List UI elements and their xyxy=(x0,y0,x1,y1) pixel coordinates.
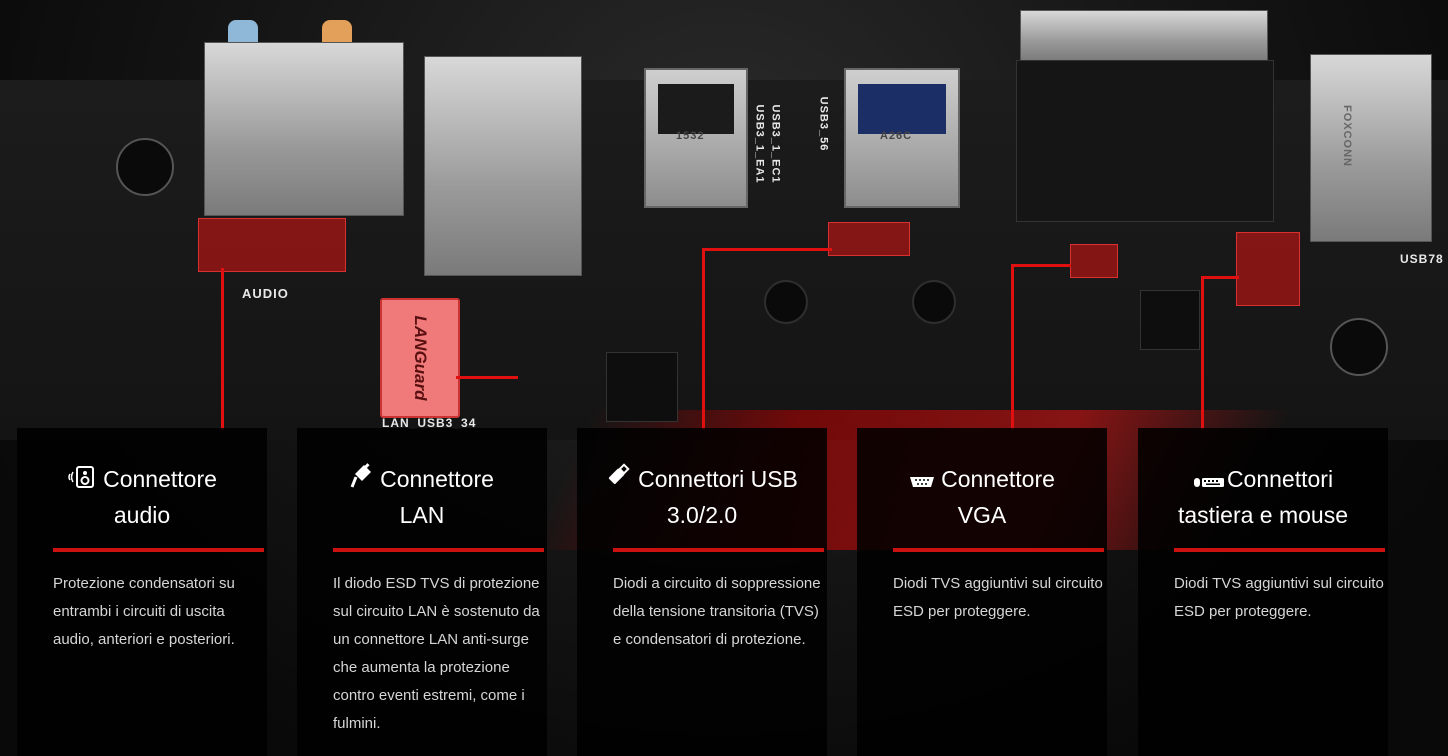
vga-callout-line-v xyxy=(1011,266,1014,430)
mount-hole xyxy=(1330,318,1388,376)
io-chip xyxy=(1140,290,1200,350)
usb-port-left xyxy=(644,68,748,208)
panel-description: Diodi TVS aggiuntivi sul circuito ESD pe… xyxy=(1174,575,1384,620)
mount-hole xyxy=(116,138,174,196)
audio-connector xyxy=(204,42,404,216)
usb3-ec1-silkscreen: USB3_1_EC1 xyxy=(769,104,782,184)
panel-divider xyxy=(613,548,824,552)
audio-silkscreen: AUDIO xyxy=(242,286,289,301)
usb-callout-line-v xyxy=(702,250,705,430)
vga-connector-body xyxy=(1016,60,1274,222)
usb-callout-line-h xyxy=(702,248,832,251)
vga-callout-line-h xyxy=(1011,264,1071,267)
audio-jack-orange xyxy=(322,20,352,42)
usb-protection-zone xyxy=(828,222,910,256)
usb3-ea1-silkscreen: USB3_1_EA1 xyxy=(753,104,766,184)
capacitor xyxy=(764,280,808,324)
vga-port-icon xyxy=(909,464,935,498)
foxconn-silkscreen: FOXCONN xyxy=(1341,105,1353,167)
panel-divider xyxy=(893,548,1104,552)
panel-description: Diodi a circuito di soppressione della t… xyxy=(613,575,821,648)
usb-stick-icon xyxy=(606,463,632,498)
panel-description: Protezione condensatori su entrambi i ci… xyxy=(53,575,235,648)
chip-code-silkscreen: 1532 xyxy=(676,130,705,142)
keyboard-mouse-icon xyxy=(1193,464,1225,498)
lan-plug-icon xyxy=(350,463,374,498)
panel-divider xyxy=(1174,548,1385,552)
keyboard-protection-zone xyxy=(1236,232,1300,306)
controller-chip xyxy=(606,352,678,422)
keyboard-callout-line-v xyxy=(1201,278,1204,430)
panel-divider xyxy=(53,548,264,552)
audio-protection-zone xyxy=(198,218,346,272)
ps2-connector xyxy=(1310,54,1432,242)
chip-code2-silkscreen: A26C xyxy=(880,130,913,142)
panel-divider xyxy=(333,548,544,552)
capacitor xyxy=(912,280,956,324)
speaker-icon xyxy=(67,464,97,498)
vga-protection-zone xyxy=(1070,244,1118,278)
lan-callout-line-h xyxy=(456,376,518,379)
usb-port-right xyxy=(844,68,960,208)
langard-chip: LANGuard xyxy=(380,298,460,418)
audio-callout-line xyxy=(221,268,224,430)
lan-connector xyxy=(424,56,582,276)
audio-jack-blue xyxy=(228,20,258,42)
lan-usb-silkscreen: LAN_USB3_34 xyxy=(382,416,477,430)
vga-connector-top xyxy=(1020,10,1268,62)
usb3-56-silkscreen: USB3_56 xyxy=(817,96,830,152)
panel-description: Diodi TVS aggiuntivi sul circuito ESD pe… xyxy=(893,575,1103,620)
panel-description: Il diodo ESD TVS di protezione sul circu… xyxy=(333,575,540,732)
keyboard-callout-line-h xyxy=(1201,276,1239,279)
usb78-silkscreen: USB78 xyxy=(1400,252,1444,266)
